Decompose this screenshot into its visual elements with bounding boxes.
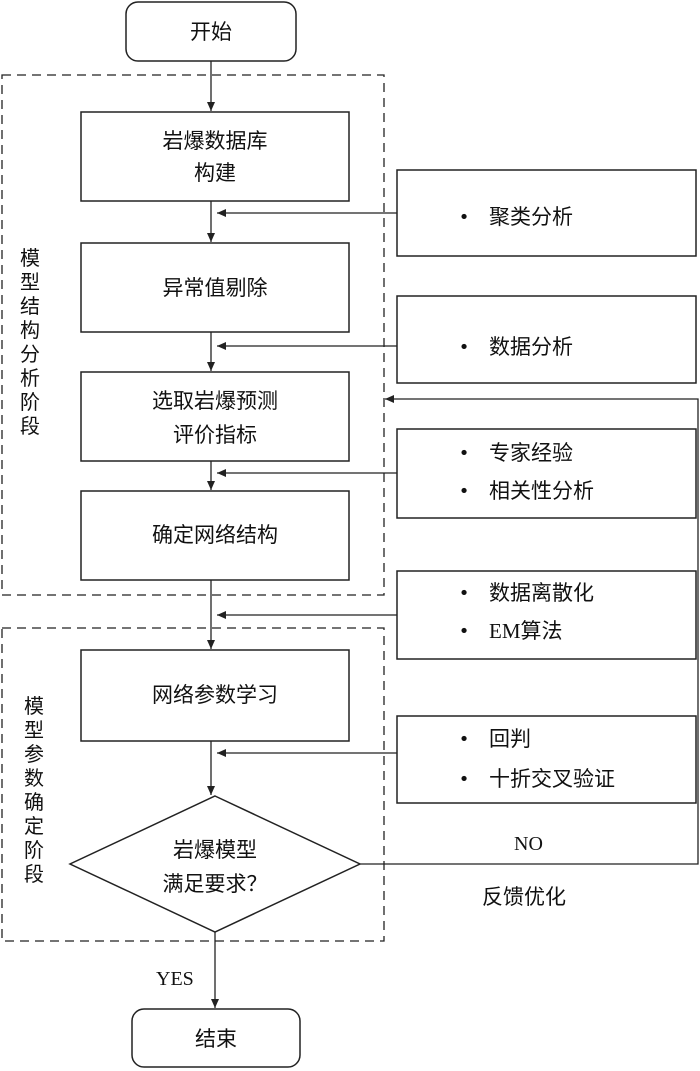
method-data-analysis-line: 数据分析 [489, 335, 573, 359]
method-box-validate [396, 715, 697, 804]
method-validate-line: 十折交叉验证 [489, 767, 615, 791]
stage-parameter-char: 数 [24, 766, 44, 790]
process-param-learning [80, 649, 350, 742]
method-box-discretize [396, 570, 697, 660]
method-validate-line: 回判 [489, 727, 531, 751]
method-expert-line: 专家经验 [489, 441, 573, 465]
bullet: • [459, 207, 470, 228]
yes-label: YES [156, 968, 194, 990]
stage-structure-char: 模 [20, 246, 40, 270]
feedback-label: 反馈优化 [482, 885, 566, 909]
stage-parameter-char: 阶 [24, 838, 44, 862]
stage-parameter-char: 模 [24, 694, 44, 718]
bullet: • [459, 621, 470, 642]
process-select-indicators-line: 评价指标 [173, 423, 257, 447]
stage-structure-char: 析 [20, 366, 40, 390]
decision-diamond [68, 795, 362, 933]
stage-structure-char: 型 [20, 270, 40, 294]
stage-parameter-char: 定 [24, 814, 44, 838]
method-expert-line: 相关性分析 [489, 479, 594, 503]
process-build-db-line: 构建 [194, 161, 236, 185]
stage-structure-char: 分 [20, 342, 40, 366]
main-flow-arrows [207, 61, 219, 1008]
start-label: 开始 [190, 20, 232, 44]
stage-structure-char: 结 [20, 294, 40, 318]
bullet: • [459, 769, 470, 790]
process-build-db [80, 111, 350, 202]
bullet: • [459, 337, 470, 358]
process-param-learning-line: 网络参数学习 [152, 683, 278, 707]
method-box-cluster [396, 169, 697, 257]
stage-parameter-char: 段 [24, 862, 44, 886]
bullet: • [459, 583, 470, 604]
process-network-structure-line: 确定网络结构 [152, 523, 278, 547]
stage-structure-char: 阶 [20, 390, 40, 414]
method-discretize-line: EM算法 [489, 619, 563, 643]
end-terminal [131, 1008, 301, 1068]
stage-parameter-label: 模 型 参 数 确 定 阶 段 [24, 694, 44, 886]
stage-structure-char: 构 [20, 318, 40, 342]
process-remove-outliers-line: 异常值剔除 [163, 276, 268, 300]
stage-structure-char: 段 [20, 414, 40, 438]
process-remove-outliers [80, 242, 350, 333]
bullet: • [459, 481, 470, 502]
stage-parameter-char: 型 [24, 718, 44, 742]
process-build-db-line: 岩爆数据库 [163, 129, 268, 153]
method-input-arrows [217, 209, 397, 757]
process-select-indicators-line: 选取岩爆预测 [152, 389, 278, 413]
method-cluster-line: 聚类分析 [489, 205, 573, 229]
decision-line: 岩爆模型 [173, 838, 257, 862]
stage-parameter-char: 参 [24, 742, 44, 766]
stage-parameter-box [1, 627, 385, 942]
process-network-structure [80, 490, 350, 581]
end-label: 结束 [195, 1027, 237, 1051]
stage-structure-label: 模 型 结 构 分 析 阶 段 [20, 246, 40, 438]
method-discretize-line: 数据离散化 [489, 581, 594, 605]
method-box-expert [396, 428, 697, 519]
bullet: • [459, 729, 470, 750]
feedback-loop-line [360, 395, 699, 865]
stage-parameter-char: 确 [24, 790, 44, 814]
method-box-data-analysis [396, 295, 697, 384]
process-select-indicators [80, 371, 350, 462]
decision-line: 满足要求？ [163, 872, 268, 896]
no-label: NO [514, 833, 543, 855]
bullet: • [459, 443, 470, 464]
